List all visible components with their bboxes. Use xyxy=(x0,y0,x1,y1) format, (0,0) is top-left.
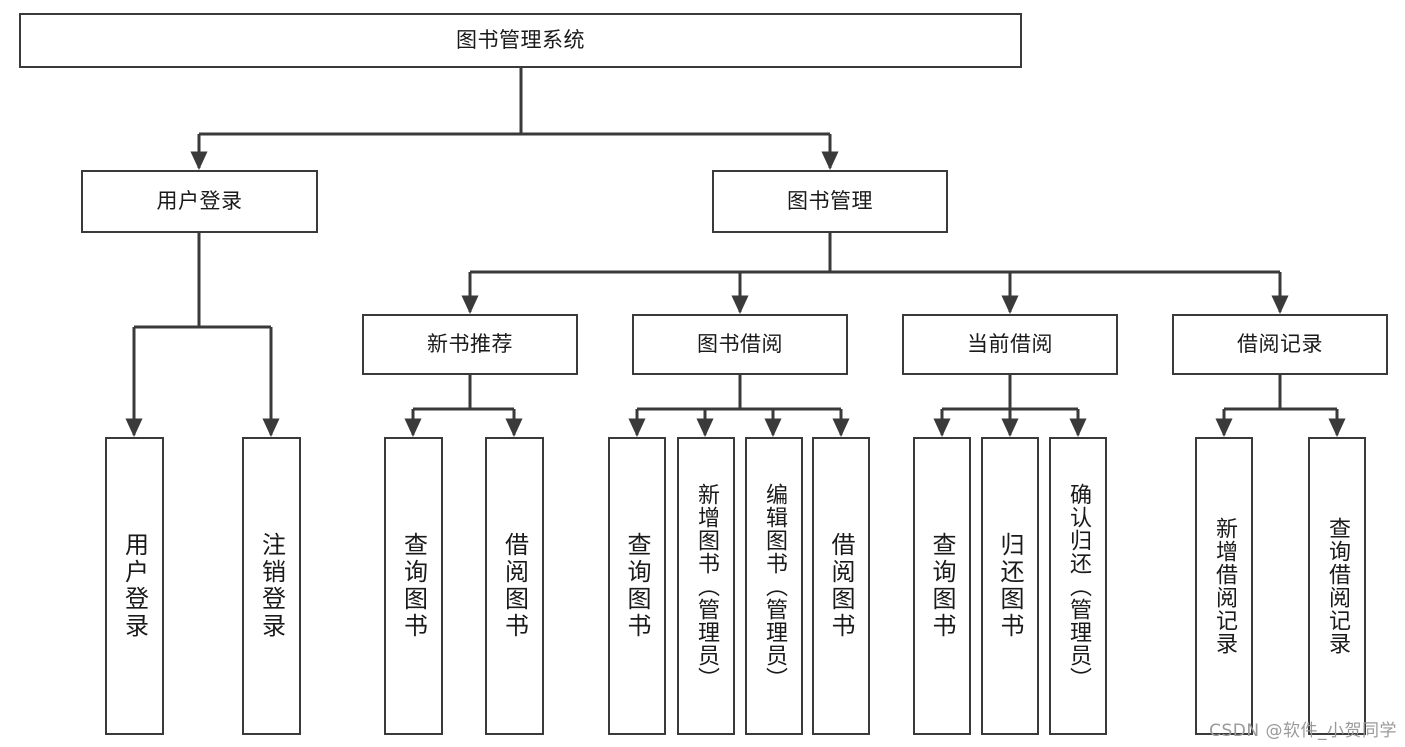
node-leaf-logout-login-label: 注销登录 xyxy=(257,532,286,640)
node-borrow-record-label: 借阅记录 xyxy=(1237,332,1323,357)
node-new-book-recommend-label: 新书推荐 xyxy=(427,332,513,357)
node-current-borrow[interactable]: 当前借阅 xyxy=(902,314,1118,375)
node-root-label: 图书管理系统 xyxy=(456,28,585,53)
node-leaf-add-record[interactable]: 新增借阅记录 xyxy=(1195,437,1253,735)
node-leaf-query-record[interactable]: 查询借阅记录 xyxy=(1308,437,1366,735)
node-book-manage-label: 图书管理 xyxy=(787,189,873,214)
node-leaf-add-book[interactable]: 新增图书（管理员） xyxy=(677,437,735,735)
node-leaf-return-book[interactable]: 归还图书 xyxy=(981,437,1039,735)
watermark-text: CSDN @软件_小贺同学 xyxy=(1209,721,1397,741)
node-leaf-query-book-2-label: 查询图书 xyxy=(623,532,651,640)
node-book-manage[interactable]: 图书管理 xyxy=(712,170,948,233)
node-leaf-query-book-1[interactable]: 查询图书 xyxy=(384,437,443,735)
node-root[interactable]: 图书管理系统 xyxy=(19,13,1022,68)
node-leaf-user-login-label: 用户登录 xyxy=(120,532,149,640)
node-leaf-add-book-label: 新增图书（管理员） xyxy=(694,482,719,690)
node-leaf-confirm-return-label: 确认归还（管理员） xyxy=(1066,482,1091,690)
node-book-borrow[interactable]: 图书借阅 xyxy=(632,314,848,375)
node-leaf-borrow-book-2-label: 借阅图书 xyxy=(827,532,855,640)
node-leaf-confirm-return[interactable]: 确认归还（管理员） xyxy=(1049,437,1107,735)
node-leaf-borrow-book-1[interactable]: 借阅图书 xyxy=(485,437,544,735)
node-leaf-query-book-2[interactable]: 查询图书 xyxy=(608,437,666,735)
node-user-login-label: 用户登录 xyxy=(156,189,243,214)
node-new-book-recommend[interactable]: 新书推荐 xyxy=(362,314,578,375)
node-leaf-query-book-1-label: 查询图书 xyxy=(399,532,428,640)
node-leaf-query-book-3[interactable]: 查询图书 xyxy=(913,437,971,735)
node-leaf-edit-book-label: 编辑图书（管理员） xyxy=(762,482,787,690)
node-book-borrow-label: 图书借阅 xyxy=(697,332,783,357)
node-borrow-record[interactable]: 借阅记录 xyxy=(1172,314,1388,375)
node-leaf-logout-login[interactable]: 注销登录 xyxy=(242,437,301,735)
node-leaf-edit-book[interactable]: 编辑图书（管理员） xyxy=(745,437,803,735)
node-leaf-query-book-3-label: 查询图书 xyxy=(928,532,956,640)
node-leaf-user-login[interactable]: 用户登录 xyxy=(105,437,164,735)
node-leaf-return-book-label: 归还图书 xyxy=(996,532,1024,640)
node-user-login[interactable]: 用户登录 xyxy=(81,170,318,233)
node-leaf-query-record-label: 查询借阅记录 xyxy=(1325,517,1350,655)
node-current-borrow-label: 当前借阅 xyxy=(967,332,1053,357)
node-leaf-borrow-book-2[interactable]: 借阅图书 xyxy=(812,437,870,735)
node-leaf-borrow-book-1-label: 借阅图书 xyxy=(500,532,529,640)
node-leaf-add-record-label: 新增借阅记录 xyxy=(1212,517,1237,655)
